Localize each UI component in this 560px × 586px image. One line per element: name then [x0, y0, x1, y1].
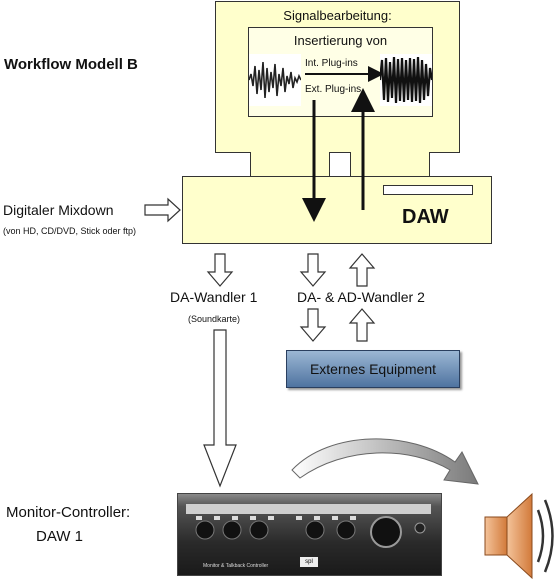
device-name: Monitor & Talkback Controller	[203, 563, 269, 569]
disc-drive-slot	[383, 185, 473, 195]
external-to-da2-arrow	[348, 308, 376, 342]
monitor-stand-left	[250, 152, 330, 177]
device-logo: spl	[300, 557, 318, 567]
signal-processing-title: Signalbearbeitung:	[283, 8, 392, 23]
mixdown-arrow	[144, 197, 181, 223]
da-converter-1-label: DA-Wandler 1	[170, 289, 258, 305]
speaker-icon	[484, 492, 554, 580]
monitor-controller-sub-label: DAW 1	[36, 528, 83, 545]
waveform-output-image	[380, 54, 432, 106]
daw-to-da1-arrow	[206, 253, 234, 287]
external-equipment-box: Externes Equipment	[286, 350, 460, 388]
ext-plugins-label: Ext. Plug-ins	[305, 84, 362, 95]
diagram-title: Workflow Modell B	[4, 56, 138, 73]
da1-to-controller-arrow	[203, 329, 237, 488]
da2-to-daw-arrow	[348, 253, 376, 287]
device-button-strip	[186, 504, 431, 514]
device-buttons	[196, 516, 356, 520]
da2-to-external-arrow	[299, 308, 327, 342]
mixdown-label: Digitaler Mixdown	[3, 202, 114, 218]
controller-to-speaker-arrow	[291, 438, 479, 485]
soundcard-label: (Soundkarte)	[188, 314, 241, 324]
da-ad-converter-2-label: DA- & AD-Wandler 2	[297, 289, 425, 305]
waveform-input-image	[249, 54, 301, 106]
daw-to-da2-arrow	[299, 253, 327, 287]
device-knobs	[195, 516, 426, 548]
mixdown-sources-label: (von HD, CD/DVD, Stick oder ftp)	[3, 226, 137, 236]
int-plugins-label: Int. Plug-ins	[305, 58, 358, 69]
external-equipment-label: Externes Equipment	[309, 361, 437, 377]
monitor-controller-label: Monitor-Controller:	[6, 504, 131, 521]
insert-title: Insertierung von	[293, 33, 388, 48]
daw-label: DAW	[402, 206, 449, 228]
